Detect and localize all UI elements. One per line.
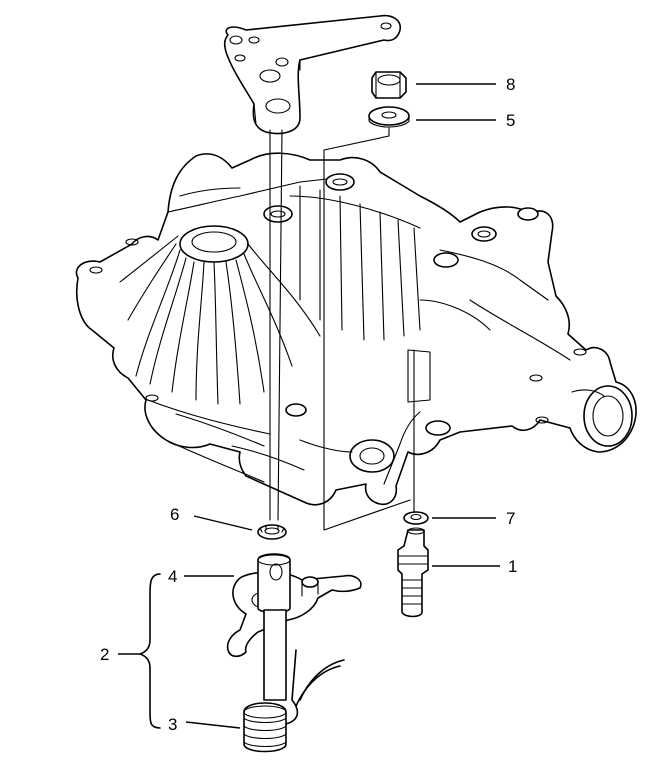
- nut-part-8: [371, 71, 407, 99]
- callout-4: 4: [168, 567, 177, 586]
- assembly-lines: [269, 127, 415, 531]
- group-bracket: [139, 573, 161, 729]
- washer-part-7: [403, 511, 429, 525]
- callout-6: 6: [170, 505, 179, 524]
- lock-ring-part-6: [257, 524, 287, 540]
- callout-3: 3: [168, 715, 177, 734]
- callout-2: 2: [100, 645, 109, 664]
- spring-part-3: [243, 649, 345, 753]
- transaxle-housing: [75, 152, 637, 506]
- callout-leaders: [118, 83, 500, 729]
- washer-part-5: [368, 106, 410, 128]
- callout-7: 7: [506, 509, 515, 528]
- callout-8: 8: [506, 75, 515, 94]
- control-arm: [223, 14, 402, 135]
- pin-part-1: [397, 527, 429, 618]
- callout-1: 1: [508, 557, 517, 576]
- callout-5: 5: [506, 111, 515, 130]
- shaft-fork-part-4: [226, 553, 362, 701]
